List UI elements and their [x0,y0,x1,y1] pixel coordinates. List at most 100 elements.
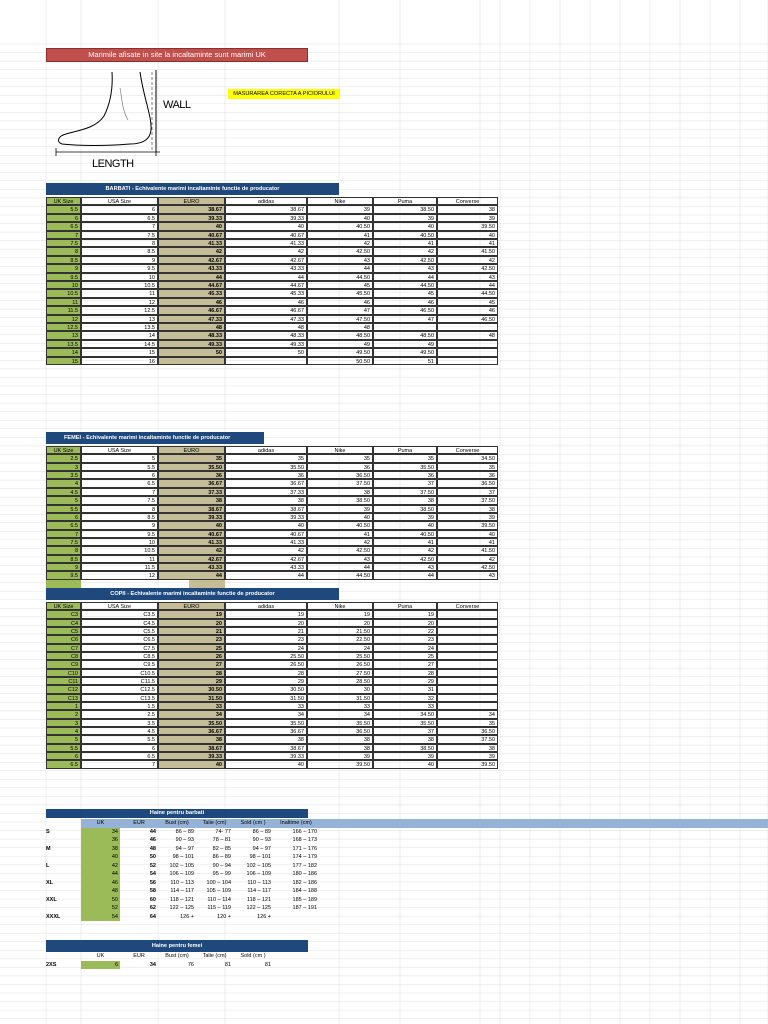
femei-header-converse: Converse [437,446,498,455]
copii-cell-usa: C3.5 [81,610,158,619]
femei-cell-nike: 40 [307,512,373,522]
haine_barbati-cell-uk: 54 [81,912,120,921]
femei-cell-uk: 5.5 [46,504,81,513]
copii-cell-nike: 35.50 [307,718,373,728]
haine_barbati-cell-talie: 100 – 104 [206,879,231,886]
copii-cell-puma: 20 [373,618,437,627]
haine_barbati-cell-size [46,836,81,845]
copii-cell-puma: 37 [373,727,437,736]
haine_barbati-cell-sold: 86 – 89 [252,828,271,835]
page-banner [46,48,308,62]
barbati-cell-euro: 42 [158,247,225,256]
copii-cell-converse: 34 [437,710,498,719]
femei-cell-converse: 41 [437,537,498,547]
haine_barbati-cell-inaltime: 174 – 179 [292,854,317,860]
femei-cell-adidas: 35.50 [225,462,307,472]
barbati-cell-adidas: 39.33 [225,213,307,223]
copii-cell-euro: 35.50 [158,718,225,728]
barbati-cell-puma: 46 [373,297,437,307]
copii-cell-euro: 20 [158,618,225,627]
haine_barbati-header-inaltime: Inaltime (cm) [280,820,312,826]
copii-header-puma: Puma [373,602,437,611]
femei-cell-puma: 37 [373,479,437,488]
copii-header-usa: USA Size [81,602,158,611]
copii-cell-uk: C6 [46,635,81,644]
barbati-cell-converse: 42.50 [437,264,498,273]
femei-cell-uk: 2.5 [46,454,81,463]
copii-cell-usa: C7.5 [81,643,158,653]
femei-cell-euro: 40 [158,521,225,530]
haine_femei-header-bust: Bust (cm) [165,953,189,959]
copii-cell-nike: 38 [307,735,373,744]
barbati-cell-puma: 47 [373,314,437,323]
barbati-cell-uk: 7 [46,230,81,239]
femei-cell-usa: 8 [81,504,158,513]
barbati-cell-uk: 10 [46,281,81,290]
femei-cell-puma: 42.50 [373,554,437,564]
femei-cell-nike: 37.50 [307,479,373,488]
copii-cell-usa: 6 [81,743,158,753]
copii-cell-adidas: 21 [225,627,307,636]
haine_barbati-cell-talie: 105 – 109 [206,888,231,894]
barbati-cell-adidas: 46.67 [225,306,307,315]
copii-cell-puma: 40 [373,760,437,769]
foot-outline-icon [55,70,160,156]
femei-cell-euro: 42 [158,546,225,555]
femei-cell-puma: 38 [373,496,437,505]
copii-cell-converse [437,652,498,661]
femei-cell-puma: 39 [373,512,437,522]
barbati-table-title: BARBATI - Echivalente marimi incaltamint… [46,183,339,195]
haine_femei-header-sold: Sold (cm ) [240,953,266,959]
copii-cell-euro: 28 [158,668,225,678]
barbati-cell-puma: 40 [373,222,437,231]
femei-cell-uk: 8.5 [46,554,81,564]
femei-cell-adidas: 38.67 [225,504,307,513]
copii-cell-nike: 39.50 [307,760,373,769]
haine_barbati-cell-uk: 52 [81,904,120,913]
femei-cell-adidas: 42.67 [225,554,307,564]
femei-cell-euro: 43.33 [158,563,225,572]
copii-cell-converse [437,643,498,653]
copii-table-title: COPII - Echivalente marimi incaltaminte … [46,588,339,600]
barbati-cell-adidas [225,356,307,365]
barbati-cell-converse: 42 [437,255,498,265]
copii-cell-adidas: 35.50 [225,718,307,728]
haine_barbati-cell-size: L [46,862,50,869]
femei-cell-nike: 41 [307,529,373,538]
femei-cell-nike: 42.50 [307,546,373,555]
femei-cell-euro: 38 [158,496,225,505]
barbati-cell-usa: 14.5 [81,339,158,349]
femei-cell-adidas: 44 [225,571,307,580]
copii-cell-nike: 21.50 [307,627,373,636]
haine_barbati-cell-eur: 58 [149,888,156,894]
haine_femei-cell-size: 2XS [46,961,57,968]
copii-cell-uk: C4 [46,618,81,627]
haine_barbati-cell-sold: 114 – 117 [247,888,271,894]
barbati-cell-nike: 40.50 [307,222,373,231]
copii-cell-converse [437,635,498,644]
haine_barbati-cell-uk: 44 [81,870,120,879]
copii-cell-usa: C10.5 [81,668,158,678]
haine_barbati-cell-size: S [46,828,50,835]
copii-cell-adidas: 28 [225,668,307,678]
haine_barbati-header-sold: Sold (cm ) [240,820,266,826]
copii-cell-uk: C9 [46,660,81,669]
femei-cell-usa: 5 [81,454,158,463]
femei-table-title: FEMEI - Echivalente marimi incaltaminte … [46,432,264,444]
barbati-cell-usa: 7 [81,222,158,231]
barbati-cell-uk: 8.5 [46,255,81,265]
barbati-cell-adidas: 40 [225,222,307,231]
copii-cell-usa: C8.5 [81,652,158,661]
haine_barbati-cell-bust: 114 – 117 [170,888,194,894]
haine_barbati-cell-eur: 64 [149,913,156,920]
copii-cell-nike: 36.50 [307,727,373,736]
femei-cell-puma: 40.50 [373,529,437,538]
copii-cell-uk: C11 [46,677,81,686]
femei-cell-nike: 44 [307,563,373,572]
femei-cell-uk: 5 [46,496,81,505]
copii-cell-usa: 3.5 [81,718,158,728]
barbati-cell-nike: 43 [307,255,373,265]
haine_femei-header-eur: EUR [133,953,145,959]
barbati-cell-nike: 39 [307,205,373,214]
femei-cell-uk: 3 [46,462,81,472]
